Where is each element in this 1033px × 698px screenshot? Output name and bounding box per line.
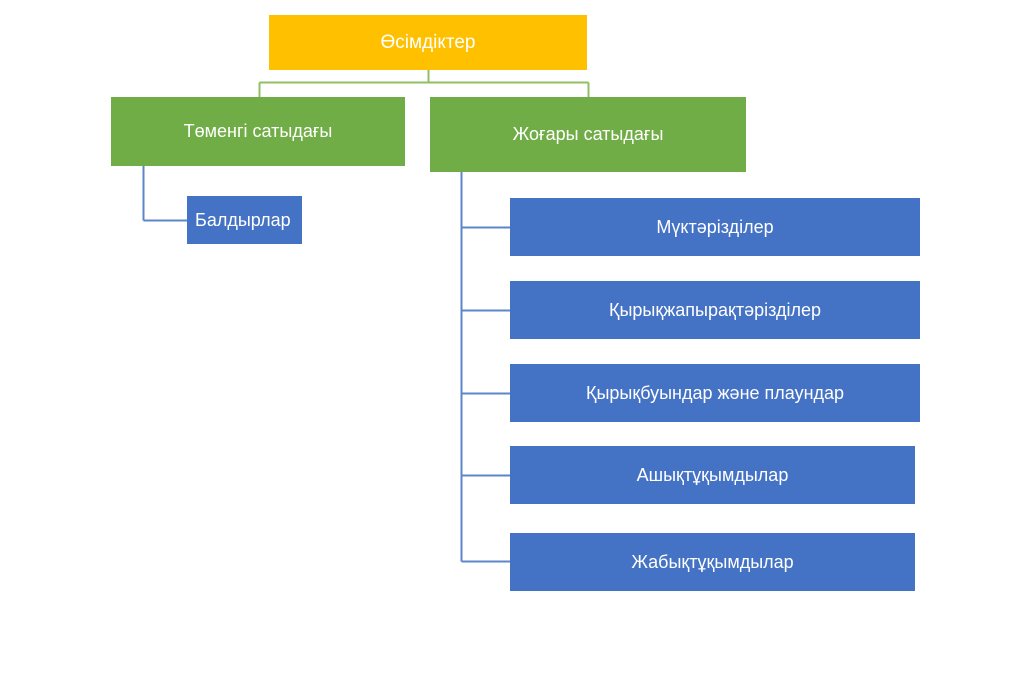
node-leaf-horsetails-and-clubmosses[interactable]: Қырықбуындар және плаундар	[510, 364, 920, 422]
node-leaf-gymnosperms[interactable]: Ашықтұқымдылар	[510, 446, 915, 504]
node-root-plants[interactable]: Өсімдіктер	[269, 15, 587, 70]
node-leaf-ferns-label: Қырықжапырақтәрізділер	[608, 299, 822, 320]
node-leaf-angiosperms[interactable]: Жабықтұқымдылар	[510, 533, 915, 591]
node-branch-lower-plants-label: Төменгі сатыдағы	[183, 121, 333, 142]
node-leaf-angiosperms-label: Жабықтұқымдылар	[631, 551, 794, 572]
node-leaf-mosses[interactable]: Мүктәрізділер	[510, 198, 920, 256]
node-branch-higher-plants-label: Жоғары сатыдағы	[512, 124, 664, 145]
node-root-plants-label: Өсімдіктер	[380, 31, 476, 53]
node-leaf-horsetails-and-clubmosses-label: Қырықбуындар және плаундар	[585, 382, 845, 403]
node-leaf-ferns[interactable]: Қырықжапырақтәрізділер	[510, 281, 920, 339]
node-branch-higher-plants[interactable]: Жоғары сатыдағы	[430, 97, 746, 172]
node-leaf-algae[interactable]: Балдырлар	[187, 196, 302, 244]
node-leaf-gymnosperms-label: Ашықтұқымдылар	[636, 464, 789, 485]
node-leaf-algae-label: Балдырлар	[195, 209, 291, 230]
node-leaf-mosses-label: Мүктәрізділер	[656, 216, 774, 237]
node-branch-lower-plants[interactable]: Төменгі сатыдағы	[111, 97, 405, 166]
